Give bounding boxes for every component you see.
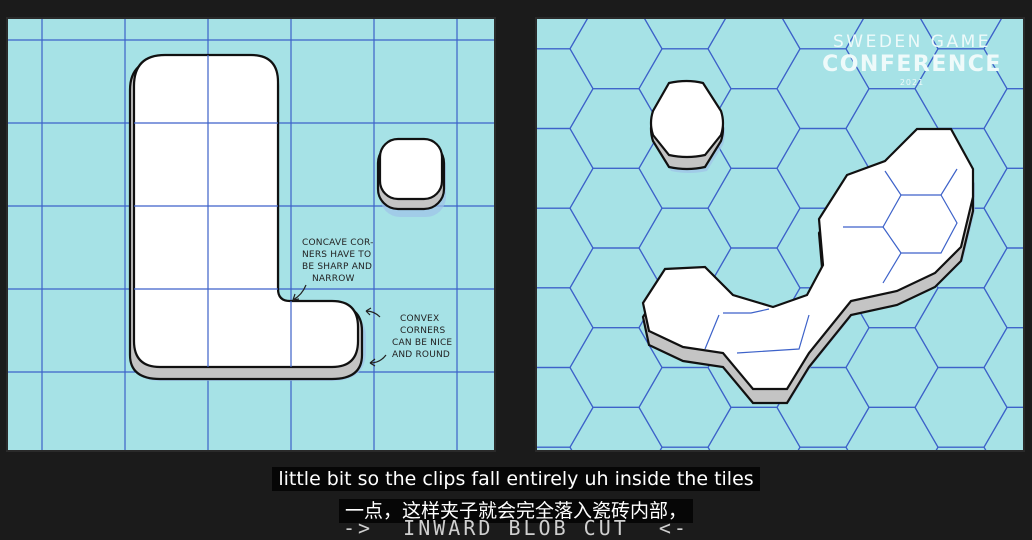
convex-annotation: CONVEX CORNERS CAN BE NICE AND ROUND: [365, 307, 452, 367]
hex-cell: [983, 167, 1023, 249]
logo-line-1: SWEDEN GAME: [833, 32, 991, 52]
snake-hex-tile: [641, 127, 975, 405]
hex-cell: [914, 287, 1008, 369]
hex-cell: [707, 406, 801, 450]
hex-grid-panel: SWEDEN GAME CONFERENCE 2021: [535, 17, 1025, 452]
concave-line-4: NARROW: [312, 274, 355, 284]
hex-cell: [569, 88, 663, 169]
square-grid-illustration: CONCAVE COR- NERS HAVE TO BE SHARP AND N…: [8, 19, 494, 450]
convex-arrow-top: [365, 307, 381, 318]
convex-line-4: AND ROUND: [392, 350, 450, 360]
hex-cell: [537, 48, 594, 130]
concave-annotation: CONCAVE COR- NERS HAVE TO BE SHARP AND N…: [292, 238, 374, 301]
convex-line-1: CONVEX: [400, 314, 439, 324]
concave-line-2: NERS HAVE TO: [302, 250, 371, 260]
concave-line-1: CONCAVE COR-: [302, 238, 374, 248]
hex-cell: [569, 167, 663, 249]
snake-tile-inner-lines: [704, 168, 958, 354]
subtitle-english-text: little bit so the clips fall entirely uh…: [272, 467, 760, 491]
hex-cell: [537, 366, 594, 448]
convex-line-2: CORNERS: [400, 326, 445, 336]
hex-cell: [845, 406, 939, 450]
hex-cell: [983, 19, 1023, 90]
hex-cell: [537, 446, 573, 450]
hex-cell: [983, 88, 1023, 169]
hex-cell: [845, 327, 939, 408]
square-grid-panel: CONCAVE COR- NERS HAVE TO BE SHARP AND N…: [6, 17, 496, 452]
hex-cell: [569, 406, 663, 450]
hex-cell: [707, 19, 801, 90]
hex-cell: [983, 406, 1023, 450]
l-tile-top: [132, 53, 360, 369]
hex-cell: [983, 327, 1023, 408]
convex-arrow-bottom: [369, 354, 387, 367]
hex-cell: [935, 446, 987, 450]
conference-logo: SWEDEN GAME CONFERENCE 2021: [822, 32, 1002, 87]
small-tile-top: [378, 137, 444, 201]
hex-cell: [537, 287, 594, 369]
hex-cell: [797, 446, 849, 450]
hex-cell: [983, 247, 1023, 329]
subtitle-chinese-text: 一点，这样夹子就会完全落入瓷砖内部，: [338, 499, 693, 523]
hex-cell: [638, 366, 732, 448]
single-hex-tile: [649, 79, 725, 173]
hex-cell: [914, 366, 1008, 448]
concave-arrow: [292, 284, 307, 301]
subtitle-english: little bit so the clips fall entirely uh…: [0, 467, 1032, 491]
hex-cell: [659, 446, 711, 450]
slide-title: -> INWARD BLOB CUT <-: [343, 516, 689, 540]
hex-cell: [537, 207, 594, 289]
convex-line-3: CAN BE NICE: [392, 338, 452, 348]
hex-cell: [707, 167, 801, 249]
hex-cell: [569, 19, 663, 90]
hex-cell: [537, 127, 594, 209]
subtitle-chinese: 一点，这样夹子就会完全落入瓷砖内部，: [0, 496, 1032, 523]
logo-line-3: 2021: [900, 78, 924, 87]
concave-line-3: BE SHARP AND: [302, 262, 372, 272]
logo-line-2: CONFERENCE: [822, 52, 1002, 77]
hex-grid-illustration: SWEDEN GAME CONFERENCE 2021: [537, 19, 1023, 450]
